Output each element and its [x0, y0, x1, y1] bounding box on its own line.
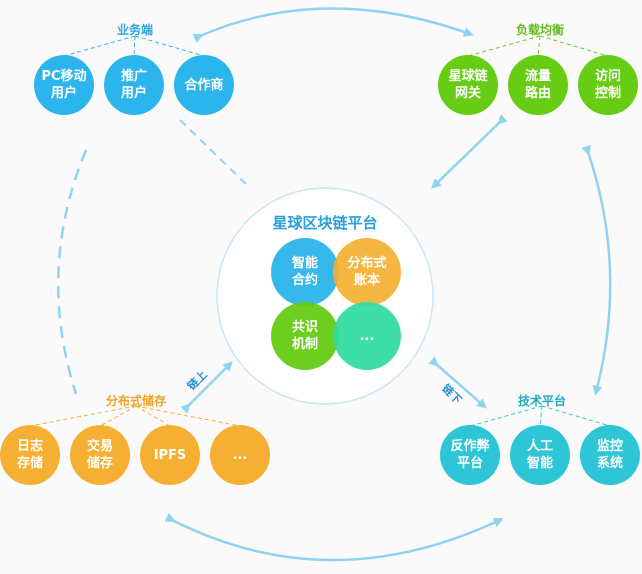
loadbalance-fan — [467, 35, 609, 57]
arrow-loadbalance-tech — [581, 144, 612, 396]
business-group-label: 业务端 — [116, 23, 153, 37]
center-node-more: ... — [333, 302, 401, 370]
arrow-business-loadbalance — [192, 7, 474, 43]
storage-node-log: 日志 存储 — [0, 425, 60, 485]
dashed-business-center — [179, 119, 247, 185]
arrow-storage-tech — [164, 512, 504, 562]
business-fan — [63, 35, 205, 57]
tech-fan — [469, 405, 611, 427]
center-node-ledger: 分布式 账本 — [333, 238, 401, 306]
loadbalance-node-routing: 流量 路由 — [508, 55, 568, 115]
storage-group-label: 分布式储存 — [105, 394, 166, 408]
storage-node-ipfs: IPFS — [140, 425, 200, 485]
tech-node-ai: 人工 智能 — [510, 425, 570, 485]
tech-group-label: 技术平台 — [517, 394, 566, 408]
arrow-center-tech — [428, 356, 488, 409]
loadbalance-node-access: 访问 控制 — [578, 55, 638, 115]
business-node-partner: 合作商 — [174, 55, 234, 115]
storage-node-more: ... — [210, 425, 270, 485]
center-node-smart-contract: 智能 合约 — [271, 238, 339, 306]
dashed-business-storage — [56, 149, 88, 395]
center-title: 星球区块链平台 — [272, 214, 378, 232]
business-node-pc-mobile: PC移动 用户 — [34, 55, 94, 115]
business-node-promoter: 推广 用户 — [104, 55, 164, 115]
center-node-consensus: 共识 机制 — [271, 302, 339, 370]
tech-node-anti-fraud: 反作弊 平台 — [440, 425, 500, 485]
arrow-storage-center — [180, 361, 233, 414]
storage-fan — [29, 405, 241, 427]
loadbalance-group-label: 负载均衡 — [515, 23, 564, 37]
arrow-center-loadbalance — [431, 114, 508, 189]
storage-node-transaction: 交易 储存 — [70, 425, 130, 485]
tech-node-monitoring: 监控 系统 — [580, 425, 640, 485]
loadbalance-node-gateway: 星球链 网关 — [438, 55, 498, 115]
